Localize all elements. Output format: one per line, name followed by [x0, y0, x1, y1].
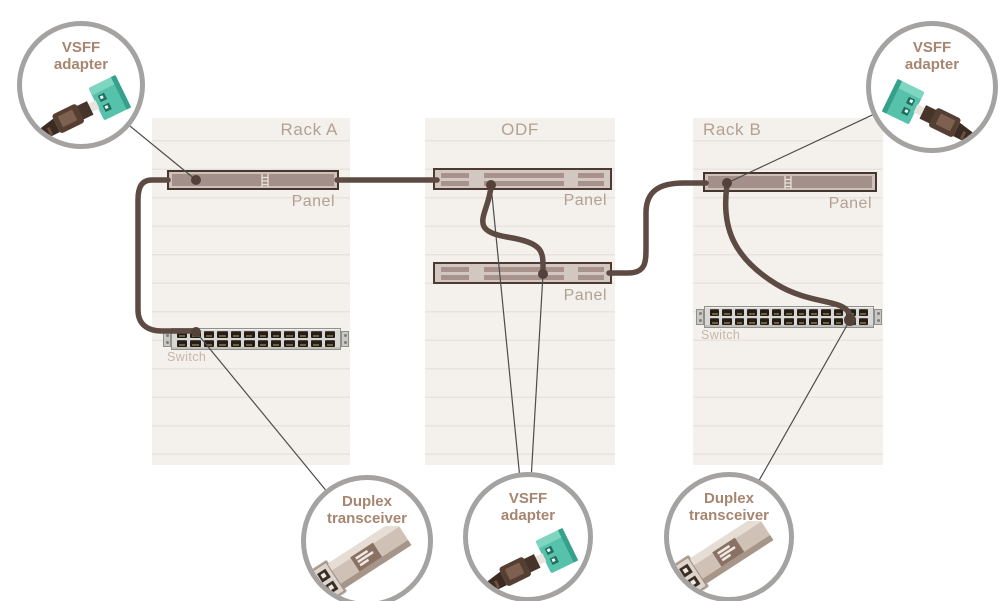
switch-chassis: [171, 328, 341, 350]
switch-port: [759, 318, 769, 325]
vsff-adapter-icon: [479, 527, 579, 597]
cable-odf-to-rack-b: [606, 180, 709, 276]
switch-port: [324, 340, 335, 347]
switch-port: [244, 331, 255, 338]
odf-label: ODF: [501, 120, 539, 139]
splice-tray: [441, 264, 469, 282]
switch-port: [257, 331, 268, 338]
switch-port: [821, 309, 831, 316]
switch-port: [230, 331, 242, 338]
switch-port: [311, 331, 322, 338]
switch-port: [270, 340, 282, 347]
splice-tray: [578, 264, 604, 282]
splice-tray: [578, 170, 604, 188]
switch-port: [846, 309, 856, 316]
odf-panel-1-label: Panel: [563, 192, 607, 209]
switch-port: [297, 340, 309, 347]
switch-rack-a: [163, 328, 349, 350]
odf-panel-1: [433, 168, 612, 190]
switch-port: [747, 309, 757, 316]
switch-port: [230, 340, 242, 347]
switch-port: [217, 340, 228, 347]
switch-port: [833, 318, 844, 325]
switch-port: [833, 309, 844, 316]
switch-chassis: [704, 306, 874, 328]
rack-a-panel-label: Panel: [291, 193, 335, 210]
mounting-ear: [163, 331, 171, 347]
vsff-adapter-icon: [881, 78, 981, 148]
switch-port: [311, 340, 322, 347]
switch-port: [177, 331, 188, 338]
vsff-adapter-icon: [32, 74, 132, 144]
splice-tray: [441, 170, 469, 188]
switch-port: [710, 309, 720, 316]
fiber-panel-rack-a: [167, 170, 339, 190]
switch-port: [270, 331, 282, 338]
panel-slot-icon: [260, 174, 270, 192]
switch-port: [722, 309, 732, 316]
mounting-ear: [874, 309, 882, 325]
panel-slot-icon: [783, 176, 793, 194]
switch-port: [284, 340, 295, 347]
fiber-panel-rack-b: [703, 172, 877, 192]
panel-faceplate: [172, 174, 334, 186]
duplex-transceiver-icon: [311, 526, 412, 601]
switch-port: [809, 309, 819, 316]
switch-port: [784, 318, 794, 325]
switch-port: [759, 309, 769, 316]
switch-port: [284, 331, 295, 338]
switch-port: [324, 331, 335, 338]
rack-a-label: Rack A: [280, 120, 338, 139]
switch-port: [722, 318, 732, 325]
mounting-ear: [696, 309, 704, 325]
switch-rack-b: [696, 306, 882, 328]
duplex-transceiver-icon: [673, 521, 774, 597]
rack-b-label: Rack B: [703, 120, 762, 139]
switch-port: [747, 318, 757, 325]
switch-port: [796, 309, 807, 316]
switch-port: [784, 309, 794, 316]
odf-panel-2-label: Panel: [563, 287, 607, 304]
mounting-ear: [341, 331, 349, 347]
splice-tray: [483, 264, 564, 282]
switch-port: [858, 318, 868, 325]
switch-port: [244, 340, 255, 347]
switch-port: [858, 309, 868, 316]
switch-port: [203, 340, 215, 347]
splice-tray: [483, 170, 564, 188]
switch-port: [796, 318, 807, 325]
switch-port: [217, 331, 228, 338]
odf-panel-2: [433, 262, 612, 284]
switch-port: [710, 318, 720, 325]
switch-port: [203, 331, 215, 338]
switch-port: [734, 318, 745, 325]
switch-port: [771, 309, 782, 316]
rack-b-switch-label: Switch: [701, 328, 741, 342]
rack-b: [693, 118, 883, 465]
switch-port: [846, 318, 856, 325]
switch-port: [771, 318, 782, 325]
switch-port: [734, 309, 745, 316]
switch-port: [821, 318, 831, 325]
switch-port: [809, 318, 819, 325]
switch-port: [190, 340, 201, 347]
switch-port: [257, 340, 268, 347]
rack-b-panel-label: Panel: [828, 195, 872, 212]
switch-port: [190, 331, 201, 338]
switch-port: [297, 331, 309, 338]
switch-port: [177, 340, 188, 347]
rack-a-switch-label: Switch: [167, 350, 207, 364]
